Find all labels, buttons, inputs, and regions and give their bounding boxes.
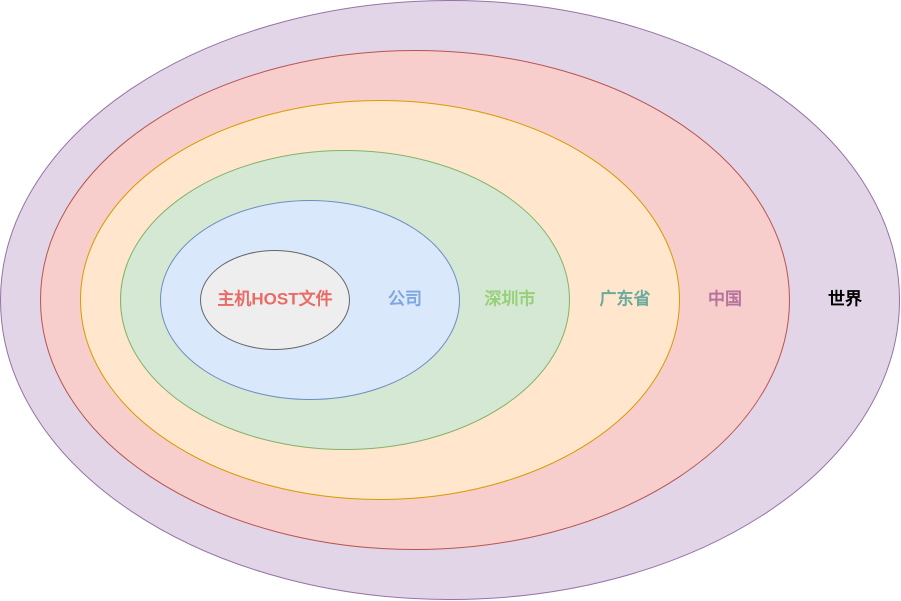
scope-label-world: 世界 [828,289,862,308]
scope-label-company: 公司 [388,289,422,308]
scope-label-china: 中国 [708,288,742,308]
scope-label-province: 广东省 [600,288,651,308]
scope-ellipse-host [200,250,350,350]
scope-label-city: 深圳市 [485,288,536,308]
scope-label-host: 主机HOST文件 [217,288,332,308]
